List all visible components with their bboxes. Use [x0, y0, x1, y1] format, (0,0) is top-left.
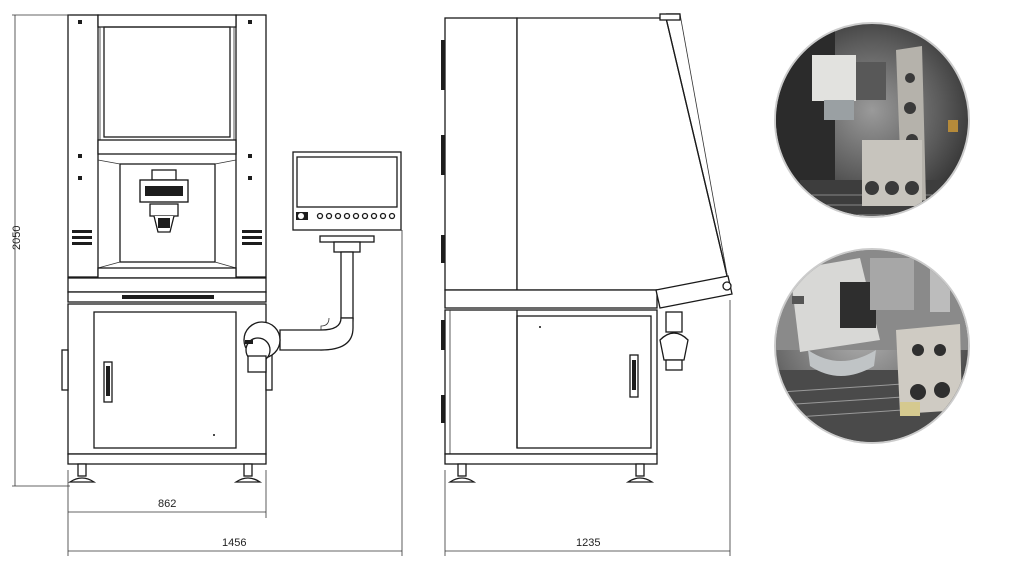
side-view [441, 13, 733, 483]
side-vents [441, 40, 445, 423]
side-feet [447, 463, 655, 483]
monitor-keys [316, 212, 396, 220]
front-vents [72, 20, 262, 245]
dimension-front-width: 862 [67, 470, 267, 518]
monitor-assembly [243, 151, 402, 373]
overall-width-label: 1456 [222, 537, 246, 549]
dimension-side-depth: 1235 [444, 300, 731, 556]
height-label: 2050 [11, 226, 23, 250]
laser-head-front [139, 169, 189, 233]
front-view [61, 14, 273, 483]
laser-head-photo-bottom [774, 248, 970, 444]
front-width-label: 862 [158, 498, 176, 510]
front-door-handle [103, 361, 113, 403]
side-depth-label: 1235 [576, 537, 600, 549]
front-feet [67, 463, 263, 483]
dimension-overall-width: 1456 [67, 230, 403, 556]
laser-head-photo-top [774, 22, 970, 218]
dimension-height: 2050 [11, 14, 70, 487]
side-door-handle [629, 354, 639, 398]
